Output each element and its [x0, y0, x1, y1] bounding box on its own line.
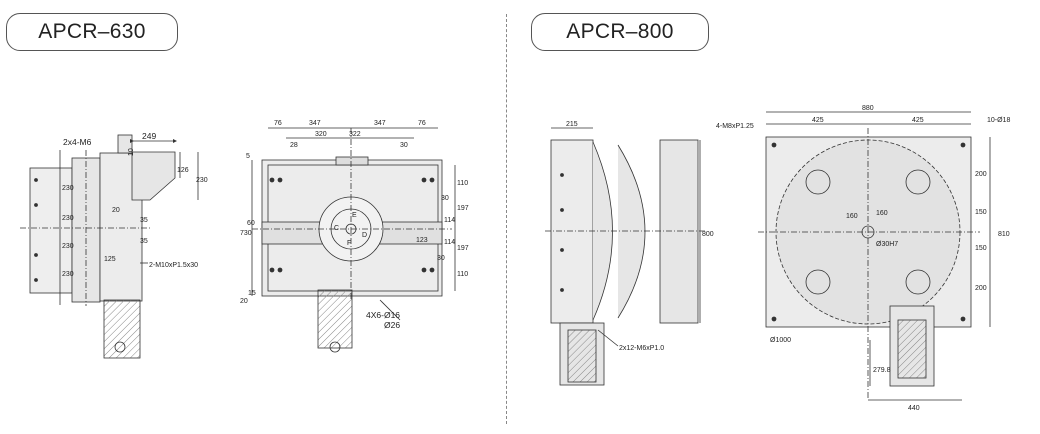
apcr800-side-view [545, 127, 705, 386]
dim-800: 800 [702, 231, 714, 238]
dim-425-l: 425 [812, 117, 824, 124]
section-divider [506, 14, 507, 424]
apcr630-front-dims: 76 347 347 76 320 322 28 30 5 730 60 20 … [240, 120, 469, 330]
dim-holes-bottom: 2-M10xP1.5x30 [149, 262, 198, 269]
apcr800-side-dims: 215 800 2x12-M6xP1.0 [566, 121, 714, 352]
dim-holes-top: 2x4-M6 [63, 137, 92, 147]
dim-160-h: 160 [846, 213, 858, 220]
dim-230-c: 230 [62, 243, 74, 250]
dim-810: 810 [998, 231, 1010, 238]
dim-160-v: 160 [876, 210, 888, 217]
dim-114-b: 114 [444, 239, 455, 246]
dim-5: 5 [246, 153, 250, 160]
dim-76-l: 76 [274, 120, 282, 127]
dim-28: 28 [290, 142, 298, 149]
dim-126: 126 [177, 167, 189, 174]
dim-123: 123 [416, 237, 428, 244]
dim-110-top: 110 [457, 180, 468, 187]
dim-60: 60 [247, 220, 255, 227]
dim-circle: Ø1000 [770, 337, 791, 344]
apcr630-side-dims: 2x4-M6 249 10 126 230 230 230 230 230 20… [62, 131, 208, 278]
dim-holes-center-1: 4X6-Ø16 [366, 310, 400, 320]
dim-35-a: 35 [140, 217, 148, 224]
dim-730: 730 [240, 230, 252, 237]
dim-880: 880 [862, 105, 874, 112]
dim-76-r: 76 [418, 120, 426, 127]
dim-347-l: 347 [309, 120, 321, 127]
dim-110-bot: 110 [457, 271, 468, 278]
label-e: E [352, 212, 357, 219]
dim-200-a: 200 [975, 171, 987, 178]
dim-440: 440 [908, 405, 920, 412]
dim-35-b: 35 [140, 238, 148, 245]
dim-230-b: 230 [62, 215, 74, 222]
dim-150-a: 150 [975, 209, 987, 216]
model-label-apcr-800: APCR–800 [531, 13, 709, 51]
apcr630-front-view [251, 127, 456, 353]
dim-200-b: 200 [975, 285, 987, 292]
dim-197-a: 197 [457, 205, 469, 212]
dim-20: 20 [112, 207, 120, 214]
dim-20: 20 [240, 298, 248, 305]
label-d: D [362, 232, 367, 239]
dim-230-top: 230 [196, 177, 208, 184]
dim-holes-center-2: Ø26 [384, 320, 400, 330]
dim-114-a: 114 [444, 217, 455, 224]
dim-215: 215 [566, 121, 578, 128]
label-f: F [347, 240, 351, 247]
dim-15: 15 [248, 290, 256, 297]
dim-holes: 2x12-M6xP1.0 [619, 345, 664, 352]
dim-197-b: 197 [457, 245, 469, 252]
dim-320: 320 [315, 131, 327, 138]
apcr800-top-view [758, 111, 991, 401]
dim-125: 125 [104, 256, 116, 263]
dim-230-a: 230 [62, 185, 74, 192]
apcr630-side-view [20, 134, 199, 359]
dim-30-b: 30 [437, 255, 445, 262]
dim-230-d: 230 [62, 271, 74, 278]
model-label-apcr-630: APCR–630 [6, 13, 178, 51]
dim-150-b: 150 [975, 245, 987, 252]
dim-249: 249 [142, 131, 156, 141]
dim-347-r: 347 [374, 120, 386, 127]
dim-10: 10 [128, 148, 135, 156]
dim-bore: Ø30H7 [876, 241, 898, 248]
dim-425-r: 425 [912, 117, 924, 124]
label-c: C [334, 225, 339, 232]
dim-holes-tl: 4-M8xP1.25 [716, 123, 754, 130]
dim-30-top: 30 [400, 142, 408, 149]
apcr800-top-dims: 880 425 425 4-M8xP1.25 10-Ø18 160 160 Ø3… [716, 105, 1010, 412]
dim-279: 279.8 [873, 367, 891, 374]
dim-30-r: 30 [441, 195, 449, 202]
dim-holes-tr: 10-Ø18 [987, 117, 1010, 124]
dim-322: 322 [349, 131, 361, 138]
